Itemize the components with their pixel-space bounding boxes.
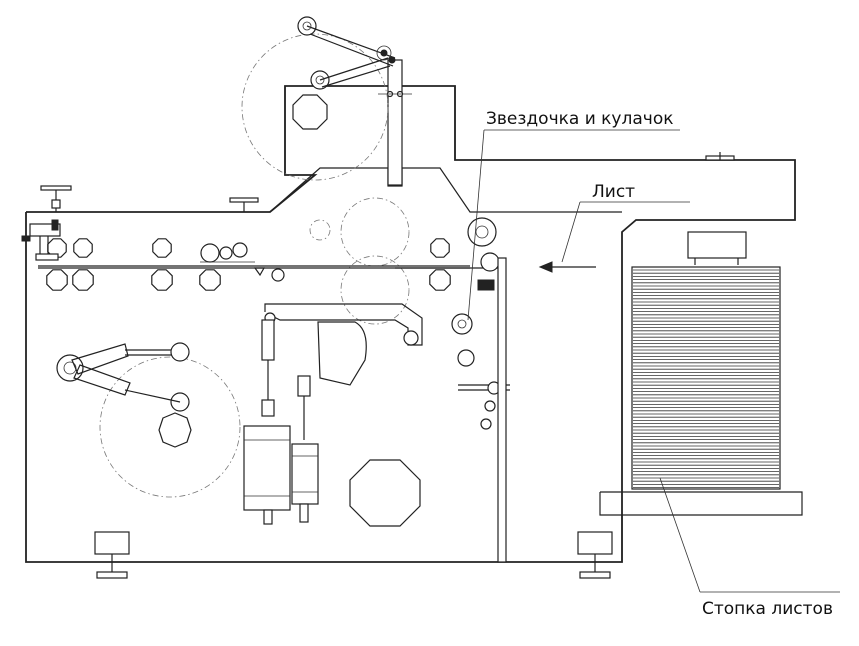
roller-octagon — [73, 238, 93, 258]
roller-octagon — [429, 269, 451, 291]
feed-line — [38, 265, 500, 269]
top-column — [378, 59, 412, 186]
rollers-bottom-row — [46, 269, 451, 291]
cylinder-left — [243, 319, 291, 525]
machine-frame — [25, 85, 796, 563]
handwheel-left-icon — [40, 185, 72, 212]
roller-octagon — [199, 269, 221, 291]
dashed-cylinders — [99, 33, 410, 498]
sheet-stack — [633, 269, 779, 489]
label-sprocket-cam: Звездочка и кулачок — [486, 109, 673, 129]
foot-right — [577, 531, 613, 579]
sheet-arrow — [538, 261, 596, 273]
callout-leaders — [467, 129, 840, 593]
roller-octagon — [430, 238, 450, 258]
lower-octagon-roller — [349, 459, 421, 527]
roller-octagon — [151, 269, 173, 291]
rollers-top-row — [47, 238, 450, 258]
left-swing-arm — [56, 342, 192, 448]
top-handwheels — [40, 152, 735, 212]
vertical-guide — [497, 257, 507, 563]
top-linkage — [297, 16, 396, 90]
stack-support — [631, 231, 781, 490]
cylinder-right — [291, 375, 319, 523]
roller-octagon — [152, 238, 172, 258]
pinch-gears — [200, 242, 285, 282]
stack-base — [599, 491, 803, 562]
roller-octagon — [72, 269, 94, 291]
roller-octagon — [46, 269, 68, 291]
label-sheet-stack: Стопка листов — [702, 599, 833, 619]
upper-octagon-roller — [292, 94, 328, 130]
handwheel-middle-icon — [229, 197, 259, 212]
handwheel-right-icon — [705, 152, 735, 161]
foot-left — [94, 531, 130, 579]
label-sheet: Лист — [592, 182, 635, 202]
central-lever — [264, 303, 423, 386]
left-clamp — [21, 219, 61, 261]
